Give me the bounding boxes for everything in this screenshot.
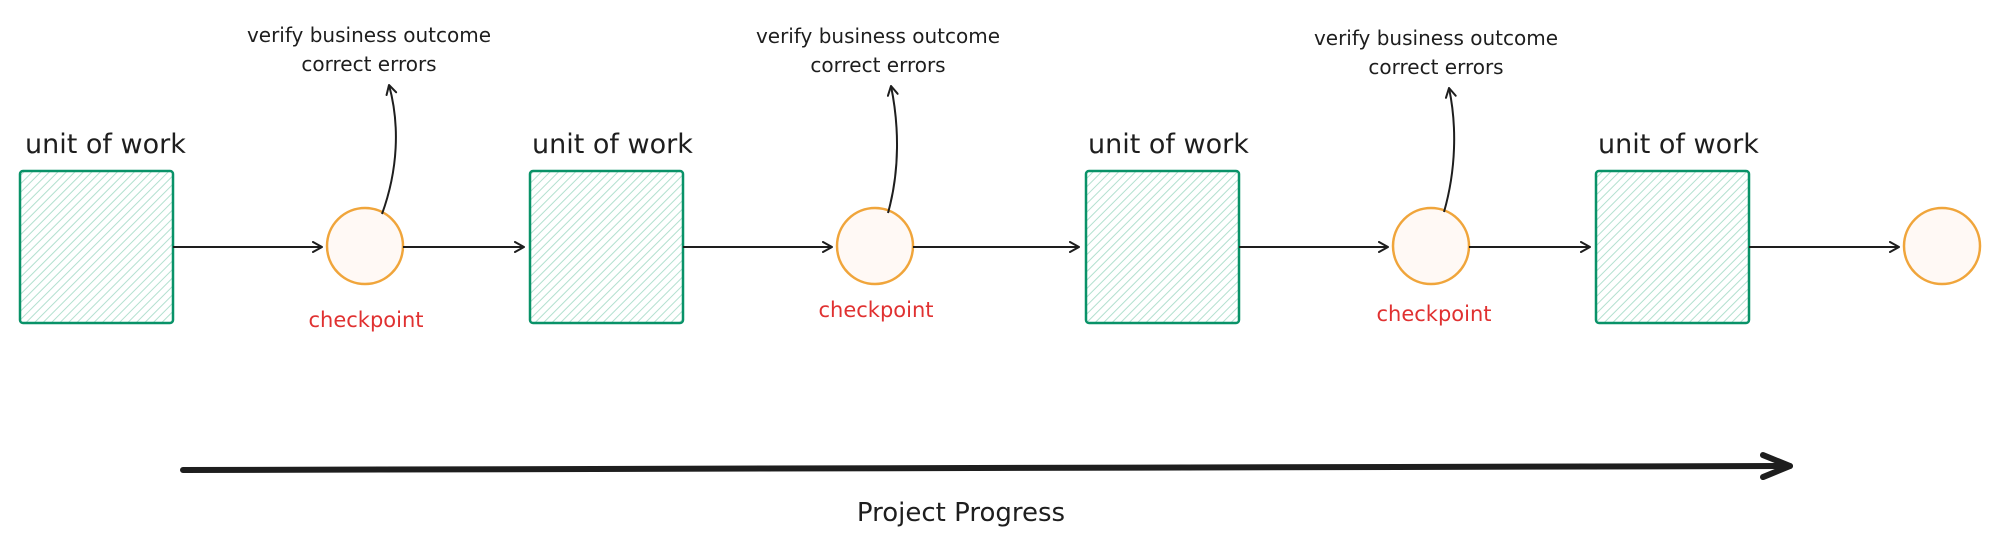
unit-of-work-box-1 — [18, 169, 175, 325]
project-progress-label: Project Progress — [857, 498, 1065, 528]
note-line2-2: correct errors — [810, 53, 945, 77]
unit-of-work-label-4: unit of work — [1598, 129, 1759, 160]
note-arrow-3 — [1443, 87, 1457, 213]
checkpoint-label-1: checkpoint — [308, 308, 423, 332]
note-line1-3: verify business outcome — [1314, 26, 1558, 50]
project-progress-arrow — [180, 452, 1793, 481]
note-line2-1: correct errors — [301, 52, 436, 76]
unit-of-work-label-1: unit of work — [25, 129, 186, 160]
unit-of-work-box-4 — [1594, 169, 1751, 325]
unit-of-work-label-3: unit of work — [1088, 129, 1249, 160]
checkpoint-circle-3 — [1391, 206, 1471, 286]
unit-of-work-box-3 — [1084, 169, 1241, 325]
checkpoint-circle-1 — [325, 206, 405, 286]
checkpoint-label-2: checkpoint — [818, 298, 933, 322]
note-arrow-1 — [381, 84, 398, 215]
note-line2-3: correct errors — [1368, 55, 1503, 79]
note-line1-1: verify business outcome — [247, 23, 491, 47]
unit-of-work-label-2: unit of work — [532, 129, 693, 160]
unit-of-work-box-2 — [528, 169, 685, 325]
checkpoint-circle-2 — [835, 206, 915, 286]
note-line1-2: verify business outcome — [756, 24, 1000, 48]
checkpoint-label-3: checkpoint — [1376, 302, 1491, 326]
final-checkpoint-circle — [1902, 206, 1982, 286]
note-arrow-2 — [886, 85, 899, 214]
